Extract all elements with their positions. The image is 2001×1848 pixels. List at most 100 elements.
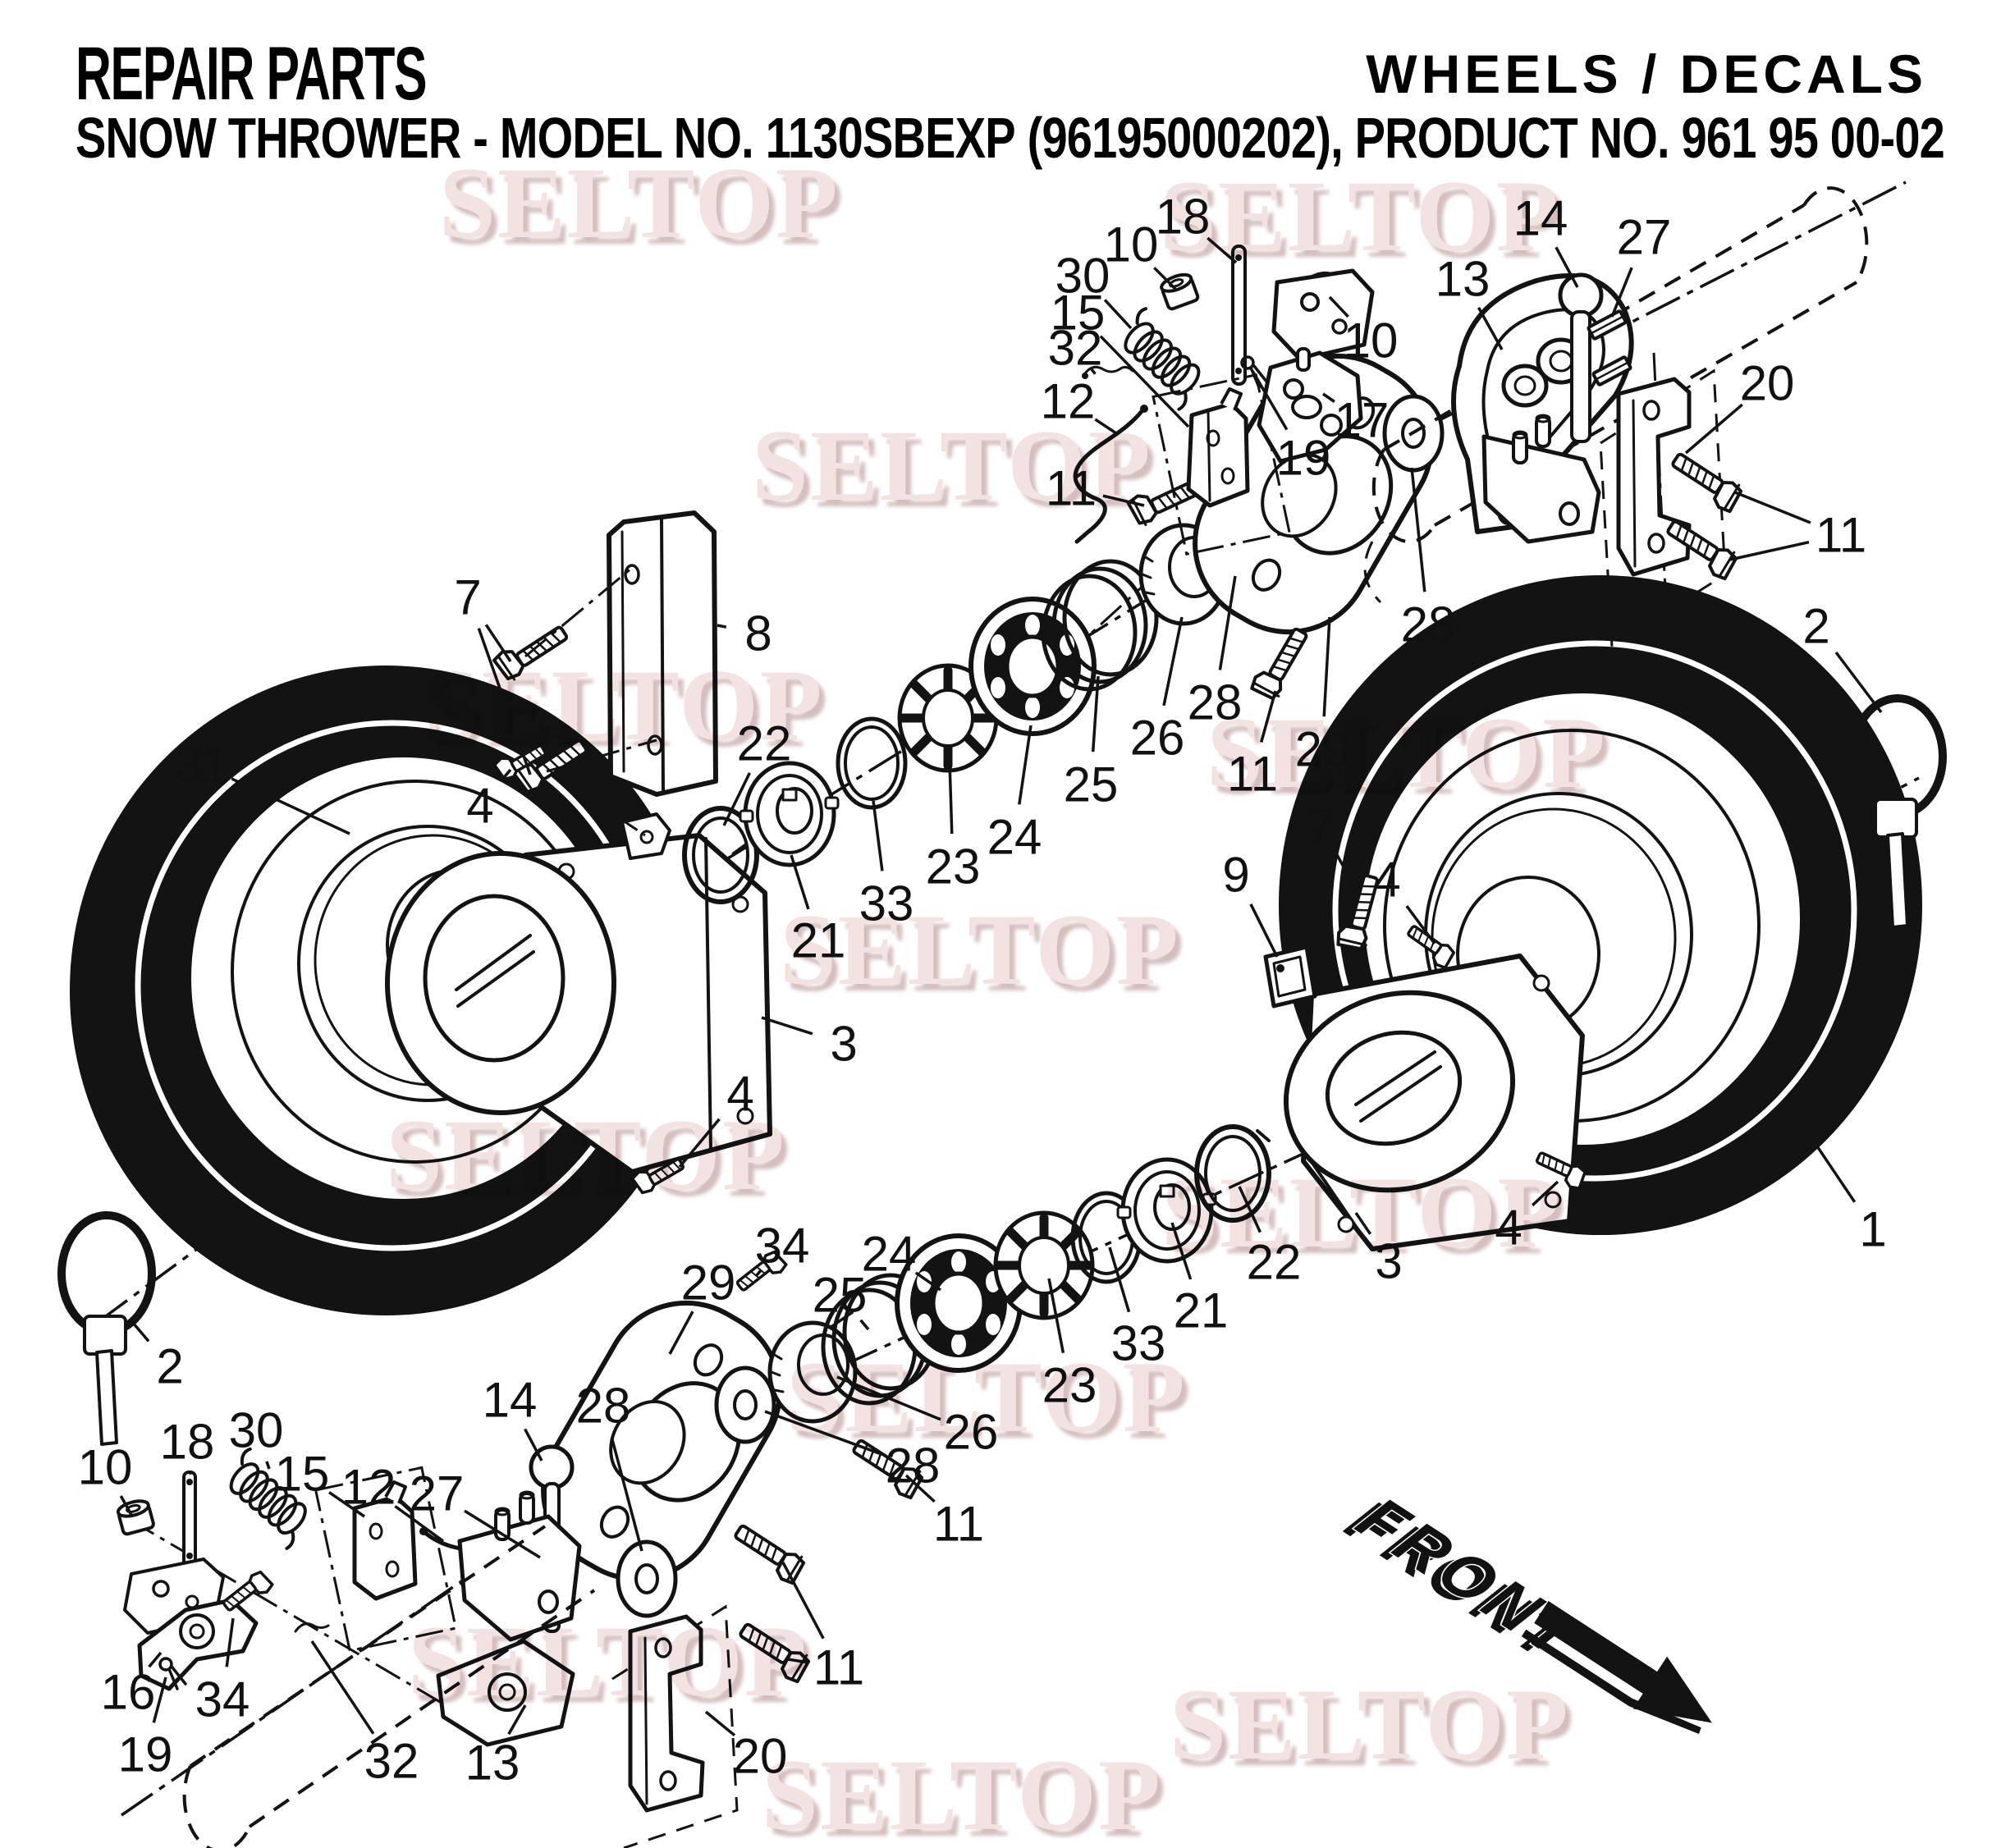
leader-line-4 xyxy=(500,768,512,782)
part-label-28: 28 xyxy=(576,1379,631,1434)
model-number: 1130SBEXP xyxy=(765,106,1016,170)
leader-line-4 xyxy=(1532,1180,1559,1206)
leader-line-28 xyxy=(1410,467,1426,592)
part-label-28: 28 xyxy=(1188,675,1243,730)
clip-9 xyxy=(1263,945,1317,1009)
leader-line-4 xyxy=(678,1118,721,1169)
bolt-11e xyxy=(727,1518,809,1587)
part-label-21: 21 xyxy=(791,913,846,968)
leader-line-33 xyxy=(1108,1246,1131,1313)
page-title: REPAIR PARTS xyxy=(76,32,428,116)
part-label-18: 18 xyxy=(1156,190,1211,245)
part-label-34: 34 xyxy=(195,1672,250,1727)
leader-line-19 xyxy=(152,1676,167,1723)
part-label-10: 10 xyxy=(1104,217,1159,272)
leader-line-14 xyxy=(1555,246,1579,288)
part-label-17: 17 xyxy=(1335,393,1390,448)
leader-line-2 xyxy=(131,1321,150,1343)
part-label-26: 26 xyxy=(944,1405,999,1460)
part-label-11: 11 xyxy=(1816,508,1866,563)
leader-line-13 xyxy=(1477,307,1504,350)
part-label-10: 10 xyxy=(1344,313,1399,368)
leader-line-27 xyxy=(464,1509,541,1559)
part-label-14: 14 xyxy=(1513,191,1568,246)
linkage-cluster-bottom xyxy=(114,1444,814,1848)
gearbox-left xyxy=(385,760,772,1174)
front-marker: FRONT FRONT xyxy=(1332,1483,1712,1735)
leader-line-7 xyxy=(477,628,532,775)
part-label-10: 10 xyxy=(78,1440,133,1495)
leader-line-28 xyxy=(764,1410,883,1456)
part-label-4: 4 xyxy=(466,779,493,834)
part-label-2: 2 xyxy=(1802,599,1829,654)
part-label-4: 4 xyxy=(1373,853,1400,908)
leader-line-11 xyxy=(1260,690,1277,743)
leader-line-19 xyxy=(1251,370,1289,431)
bolt-11g xyxy=(732,1617,814,1686)
part-label-8: 8 xyxy=(744,606,772,661)
model-prefix: SNOW THROWER - MODEL NO. xyxy=(76,106,766,170)
part-label-24: 24 xyxy=(862,1227,917,1282)
part-label-30: 30 xyxy=(229,1403,284,1458)
leader-line-15 xyxy=(328,1491,365,1518)
part-label-27: 27 xyxy=(1617,210,1672,265)
part-label-1: 1 xyxy=(1859,1202,1886,1257)
leader-line-24 xyxy=(1018,725,1033,805)
part-label-33: 33 xyxy=(1111,1316,1166,1371)
part-label-22: 22 xyxy=(1247,1235,1302,1290)
part-label-18: 18 xyxy=(160,1415,215,1470)
leader-line-3 xyxy=(761,1016,813,1036)
section-title: WHEELS / DECALS xyxy=(1366,43,1927,104)
leader-line-1 xyxy=(1811,1138,1857,1203)
part-label-24: 24 xyxy=(987,810,1042,865)
pin-14-top xyxy=(1558,272,1604,443)
leader-line-30 xyxy=(265,1461,271,1470)
pin-18a xyxy=(1231,245,1247,386)
part-label-27: 27 xyxy=(410,1466,465,1521)
part-label-23: 23 xyxy=(926,839,981,894)
washer-28c xyxy=(618,1542,675,1616)
leader-line-20 xyxy=(1684,403,1743,455)
ring-33 xyxy=(838,719,905,807)
leader-line-23 xyxy=(1047,1278,1065,1354)
leader-line-30 xyxy=(1103,299,1133,330)
bracket-15a xyxy=(1186,401,1250,508)
leader-line-13 xyxy=(507,1704,527,1736)
rod-12a xyxy=(1073,408,1145,544)
part-labels-layer: 1223344447789101010111111111112121313141… xyxy=(78,190,1887,1791)
part-label-9: 9 xyxy=(1222,848,1249,903)
leader-line-28 xyxy=(610,1437,643,1552)
wire-spring-32b xyxy=(294,1622,330,1633)
bearing-24 xyxy=(971,599,1094,734)
lever-13-upper xyxy=(457,1514,582,1642)
leader-line-32 xyxy=(310,1640,375,1735)
part-label-32: 32 xyxy=(1048,321,1103,376)
lever-13-lower2 xyxy=(436,1639,575,1747)
part-label-30: 30 xyxy=(1055,249,1110,304)
leader-line-7 xyxy=(1335,854,1356,887)
leader-line-26 xyxy=(1162,616,1184,707)
leader-line-15 xyxy=(1099,335,1190,428)
leader-line-21 xyxy=(1170,1222,1193,1280)
leader-line-31 xyxy=(231,777,350,835)
washer-28d xyxy=(717,1368,774,1442)
part-label-12: 12 xyxy=(1041,374,1096,429)
leader-line-11 xyxy=(781,1562,825,1640)
part-label-13: 13 xyxy=(1436,252,1490,307)
leader-line-28 xyxy=(1218,575,1237,670)
part-label-28: 28 xyxy=(886,1439,941,1493)
leader-line-11 xyxy=(1102,494,1145,507)
part-label-13: 13 xyxy=(465,1736,520,1791)
part-label-26: 26 xyxy=(1130,711,1185,766)
leader-line-33 xyxy=(872,800,884,871)
part-label-19: 19 xyxy=(118,1727,173,1782)
leader-line-10 xyxy=(1153,267,1177,290)
leader-line-14 xyxy=(524,1428,543,1461)
leader-line-34 xyxy=(225,1617,235,1667)
nut-10c xyxy=(114,1496,156,1537)
leader-line-10 xyxy=(119,1495,133,1516)
leader-line-25 xyxy=(859,1319,870,1331)
part-label-21: 21 xyxy=(1174,1283,1229,1338)
gearbox-right xyxy=(1283,954,1585,1251)
